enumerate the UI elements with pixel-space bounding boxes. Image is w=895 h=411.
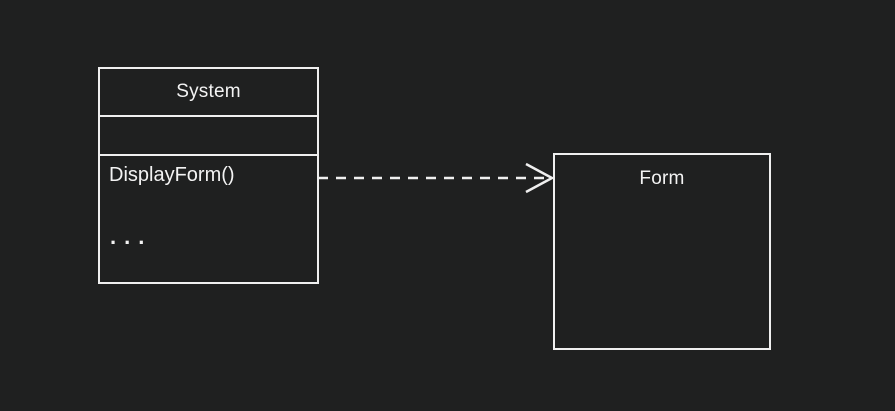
system-class-title: System bbox=[100, 69, 317, 117]
system-class-box[interactable]: System DisplayForm() ... bbox=[98, 67, 319, 284]
dependency-arrow bbox=[318, 162, 555, 194]
system-class-ellipsis-label: ... bbox=[110, 224, 153, 249]
system-class-method-label: DisplayForm() bbox=[109, 164, 235, 186]
system-class-methods-compartment: DisplayForm() ... bbox=[100, 156, 317, 278]
form-class-box[interactable]: Form bbox=[553, 153, 771, 350]
form-class-title: Form bbox=[639, 168, 685, 189]
open-arrowhead-icon bbox=[525, 162, 555, 194]
system-class-attributes-compartment bbox=[100, 117, 317, 156]
